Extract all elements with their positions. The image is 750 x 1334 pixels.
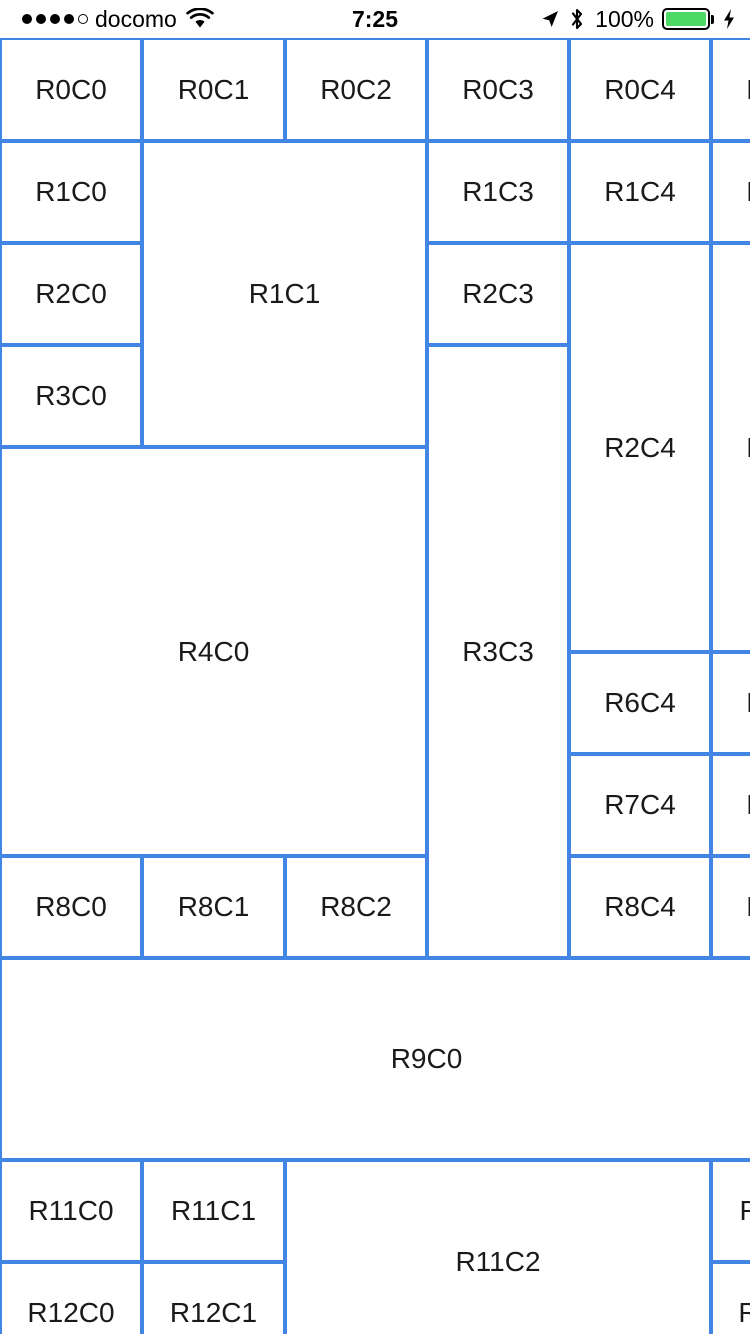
grid-cell-r11c1[interactable]: R11C1 xyxy=(142,1160,285,1262)
status-bar-right: 100% xyxy=(539,0,736,38)
grid-cell-r12c1[interactable]: R12C1 xyxy=(142,1262,285,1334)
status-bar-center: 7:25 xyxy=(0,0,750,38)
grid-cell-r0c0[interactable]: R0C0 xyxy=(0,38,142,141)
signal-dot-5 xyxy=(78,14,88,24)
wifi-icon xyxy=(186,8,214,28)
signal-dot-3 xyxy=(50,14,60,24)
grid-cell-label: R6C4 xyxy=(604,687,676,718)
grid-cell-r8c0[interactable]: R8C0 xyxy=(0,856,142,958)
grid-cell-label: R8C5 xyxy=(746,891,750,923)
grid-cell-r1c0[interactable]: R1C0 xyxy=(0,141,142,243)
location-arrow-icon xyxy=(542,11,559,27)
grid-cell-label: R11C1 xyxy=(170,1195,257,1226)
signal-dot-4 xyxy=(64,14,74,24)
grid-cell-label: R0C4 xyxy=(604,73,676,105)
grid-cell-label: R2C4 xyxy=(604,431,676,463)
grid-cell-r9c0[interactable]: R9C0 xyxy=(0,958,750,1160)
grid-cell-r11c2[interactable]: R11C2 xyxy=(285,1160,711,1334)
grid-cell-r1c5[interactable]: R1C5 xyxy=(711,141,750,243)
status-bar: docomo 7:25 100% xyxy=(0,0,750,38)
grid-cell-label: R11C2 xyxy=(455,1246,541,1277)
grid-cell-r8c4[interactable]: R8C4 xyxy=(569,856,711,958)
grid-cell-label: R0C3 xyxy=(462,73,534,105)
grid-cell-label: R12C5 xyxy=(738,1297,750,1329)
grid-cell-r1c1[interactable]: R1C1 xyxy=(142,141,427,447)
clock-label: 7:25 xyxy=(351,5,399,32)
battery-cap xyxy=(711,14,714,24)
grid-cell-label: R3C0 xyxy=(35,380,107,411)
grid-cell-label: R0C1 xyxy=(177,73,250,105)
grid-cell-label: R7C4 xyxy=(604,789,676,820)
grid-cell-label: R3C3 xyxy=(462,635,534,667)
grid-cell-label: R1C5 xyxy=(746,176,750,208)
grid-cell-r0c4[interactable]: R0C4 xyxy=(569,38,711,141)
battery-fill xyxy=(666,12,706,26)
grid-cell-label: R1C1 xyxy=(248,278,321,309)
grid-cell-label: R8C1 xyxy=(177,891,250,922)
grid-cell-label: R2C5 xyxy=(746,432,750,464)
grid-cell-r3c3[interactable]: R3C3 xyxy=(427,345,569,958)
grid-cell-label: R12C0 xyxy=(27,1297,115,1328)
grid-cell-label: R9C0 xyxy=(390,1043,463,1074)
grid-cell-r6c4[interactable]: R6C4 xyxy=(569,652,711,754)
grid-cell-label: R8C0 xyxy=(35,891,107,922)
grid-canvas: R0C0 R0C1 R0C2 R0C3 R0C4 R0C5R1C0R1C1 R1C3 R1C4… xyxy=(0,38,750,1334)
grid-cell-r2c0[interactable]: R2C0 xyxy=(0,243,142,345)
grid-cell-r2c3[interactable]: R2C3 xyxy=(427,243,569,345)
grid-cell-label: R11C5 xyxy=(739,1195,750,1227)
grid-cell-r1c4[interactable]: R1C4 xyxy=(569,141,711,243)
grid-cell-label: R1C4 xyxy=(604,176,676,207)
grid-cell-label: R2C3 xyxy=(462,278,534,309)
grid-cell-r2c4[interactable]: R2C4 xyxy=(569,243,711,652)
grid-cell-label: R0C2 xyxy=(320,73,392,105)
grid-cell-r3c0[interactable]: R3C0 xyxy=(0,345,142,447)
signal-dots-icon xyxy=(22,14,88,24)
grid-cell-r1c3[interactable]: R1C3 xyxy=(427,141,569,243)
grid-cell-label: R8C4 xyxy=(604,891,676,922)
grid-cell-label: R1C3 xyxy=(462,176,534,207)
grid-cell-r7c4[interactable]: R7C4 xyxy=(569,754,711,856)
status-bar-left: docomo xyxy=(22,0,214,38)
grid-cell-r8c1[interactable]: R8C1 xyxy=(142,856,285,958)
grid-cell-r0c3[interactable]: R0C3 xyxy=(427,38,569,141)
carrier-label: docomo xyxy=(95,6,177,32)
grid-cell-r12c0[interactable]: R12C0 xyxy=(0,1262,142,1334)
grid-cell-label: R7C5 xyxy=(746,789,750,821)
bluetooth-icon xyxy=(572,8,583,30)
grid-cell-label: R2C0 xyxy=(35,278,107,309)
grid-cell-label: R4C0 xyxy=(177,635,250,667)
grid-cell-label: R12C1 xyxy=(169,1297,258,1328)
grid-cell-r2c5[interactable]: R2C5 xyxy=(711,243,750,652)
grid-cell-r0c2[interactable]: R0C2 xyxy=(285,38,427,141)
grid-cell-label: R6C5 xyxy=(746,687,750,719)
grid-cell-r0c1[interactable]: R0C1 xyxy=(142,38,285,141)
grid-cell-label: R1C0 xyxy=(35,176,107,207)
grid-cell-r11c0[interactable]: R11C0 xyxy=(0,1160,142,1262)
grid-cell-label: R8C2 xyxy=(320,891,392,922)
grid-cell-label: R0C0 xyxy=(35,73,107,105)
signal-dot-2 xyxy=(36,14,46,24)
battery-percent-label: 100% xyxy=(595,5,654,32)
grid-cell-r7c5[interactable]: R7C5 xyxy=(711,754,750,856)
signal-dot-1 xyxy=(22,14,32,24)
battery-full-icon xyxy=(662,8,714,30)
grid-cell-label: R11C0 xyxy=(28,1195,114,1226)
grid-cell-r11c5[interactable]: R11C5 xyxy=(711,1160,750,1262)
grid-cell-r4c0[interactable]: R4C0 xyxy=(0,447,427,856)
grid-cell-r8c2[interactable]: R8C2 xyxy=(285,856,427,958)
battery-body xyxy=(662,8,710,30)
grid-cell-label: R0C5 xyxy=(746,74,750,106)
grid-cell-r12c5[interactable]: R12C5 xyxy=(711,1262,750,1334)
grid-cell-r0c5[interactable]: R0C5 xyxy=(711,38,750,141)
lightning-bolt-icon xyxy=(724,9,734,29)
grid-cell-r8c5[interactable]: R8C5 xyxy=(711,856,750,958)
grid-cell-r6c5[interactable]: R6C5 xyxy=(711,652,750,754)
